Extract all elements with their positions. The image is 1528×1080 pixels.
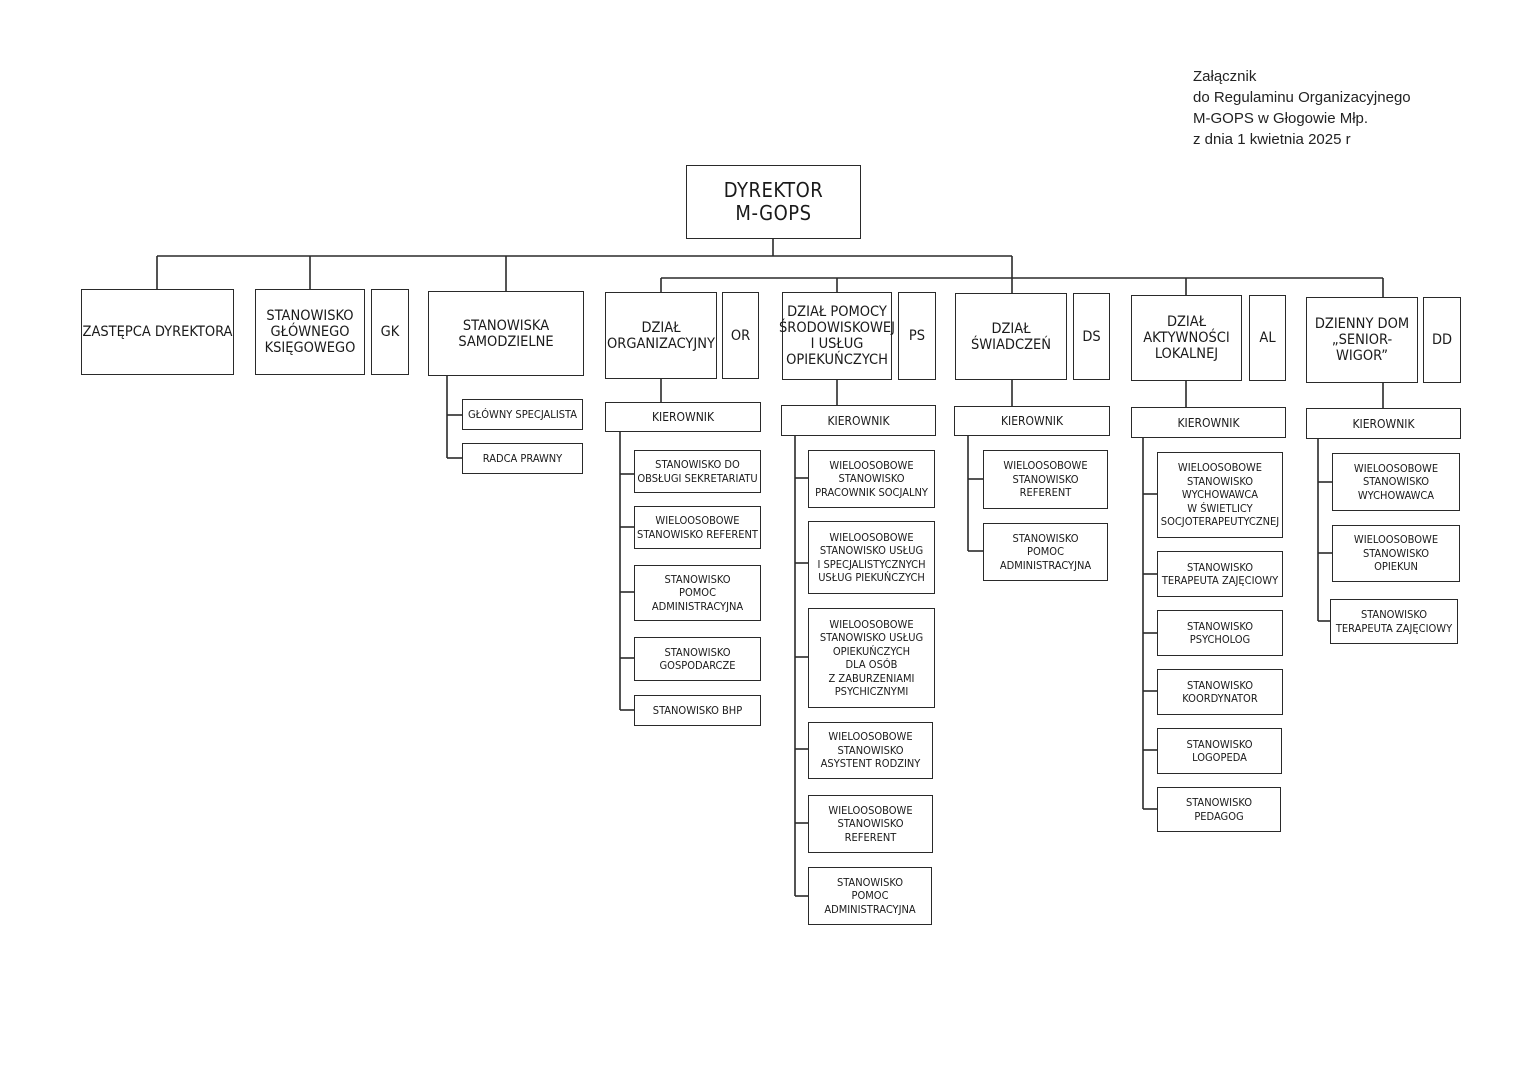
department-box: DZIAŁ ORGANIZACYJNY	[605, 292, 717, 379]
position-label: STANOWISKO BHP	[652, 703, 743, 717]
attachment-note: Załącznik do Regulaminu Organizacyjnego …	[1193, 66, 1411, 150]
position-label: WIELOOSOBOWE STANOWISKO REFERENT	[1003, 459, 1088, 500]
position-box: STANOWISKO POMOC ADMINISTRACYJNA	[634, 565, 761, 621]
position-box: WIELOOSOBOWE STANOWISKO REFERENT	[983, 450, 1108, 509]
manager-box: KIEROWNIK	[954, 406, 1110, 436]
chief-accountant-label: STANOWISKO GŁÓWNEGO KSIĘGOWEGO	[264, 308, 356, 356]
position-label: WIELOOSOBOWE STANOWISKO USŁUG OPIEKUŃCZY…	[819, 617, 924, 699]
position-box: WIELOOSOBOWE STANOWISKO REFERENT	[808, 795, 933, 853]
position-label: STANOWISKO PSYCHOLOG	[1186, 619, 1254, 647]
position-box: WIELOOSOBOWE STANOWISKO USŁUG OPIEKUŃCZY…	[808, 608, 935, 708]
position-label: WIELOOSOBOWE STANOWISKO USŁUG I SPECJALI…	[817, 530, 926, 585]
position-label: WIELOOSOBOWE STANOWISKO WYCHOWAWCA	[1353, 461, 1439, 502]
deputy-director-box: ZASTĘPCA DYREKTORA	[81, 289, 234, 375]
position-label: STANOWISKO TERAPEUTA ZAJĘCIOWY	[1335, 608, 1453, 635]
department-code-box: PS	[898, 292, 936, 380]
deputy-director-label: ZASTĘPCA DYREKTORA	[82, 324, 233, 340]
position-box: STANOWISKO BHP	[634, 695, 761, 726]
position-box: WIELOOSOBOWE STANOWISKO WYCHOWAWCA	[1332, 453, 1460, 511]
department-code: DS	[1082, 328, 1101, 345]
chief-accountant-box: STANOWISKO GŁÓWNEGO KSIĘGOWEGO	[255, 289, 365, 375]
independent-positions-box: STANOWISKA SAMODZIELNE	[428, 291, 584, 376]
attachment-note-line: Załącznik	[1193, 68, 1257, 85]
independent-position-box: RADCA PRAWNY	[462, 443, 583, 474]
director-label: DYREKTOR M-GOPS	[723, 178, 824, 225]
position-label: STANOWISKO LOGOPEDA	[1186, 737, 1253, 765]
department-label: DZIAŁ AKTYWNOŚCI LOKALNEJ	[1143, 314, 1230, 362]
position-label: STANOWISKO POMOC ADMINISTRACYJNA	[824, 875, 916, 916]
department-code-box: OR	[722, 292, 759, 379]
department-box: DZIAŁ ŚWIADCZEŃ	[955, 293, 1067, 380]
department-code-box: AL	[1249, 295, 1286, 381]
position-label: WIELOOSOBOWE STANOWISKO REFERENT	[828, 803, 913, 844]
position-box: WIELOOSOBOWE STANOWISKO WYCHOWAWCA W ŚWI…	[1157, 452, 1283, 538]
department-box: DZIAŁ POMOCY ŚRODOWISKOWEJ I USŁUG OPIEK…	[779, 292, 895, 380]
department-code-box: DS	[1073, 293, 1110, 380]
department-box: DZIAŁ AKTYWNOŚCI LOKALNEJ	[1131, 295, 1242, 381]
manager-label: KIEROWNIK	[1352, 416, 1415, 431]
position-box: STANOWISKO PSYCHOLOG	[1157, 610, 1283, 656]
position-label: WIELOOSOBOWE STANOWISKO PRACOWNIK SOCJAL…	[815, 458, 928, 499]
position-label: STANOWISKO KOORDYNATOR	[1182, 678, 1258, 706]
position-box: WIELOOSOBOWE STANOWISKO PRACOWNIK SOCJAL…	[808, 450, 935, 508]
position-box: WIELOOSOBOWE STANOWISKO ASYSTENT RODZINY	[808, 722, 933, 779]
department-label: DZIAŁ POMOCY ŚRODOWISKOWEJ I USŁUG OPIEK…	[779, 304, 895, 368]
chief-accountant-code: GK	[380, 324, 400, 340]
position-label: STANOWISKO POMOC ADMINISTRACYJNA	[651, 572, 744, 613]
position-label: STANOWISKO PEDAGOG	[1185, 796, 1253, 823]
position-label: STANOWISKO TERAPEUTA ZAJĘCIOWY	[1161, 560, 1279, 588]
position-box: STANOWISKO POMOC ADMINISTRACYJNA	[983, 523, 1108, 581]
position-box: WIELOOSOBOWE STANOWISKO OPIEKUN	[1332, 525, 1460, 582]
department-label: DZIAŁ ORGANIZACYJNY	[607, 319, 715, 352]
independent-position-label: GŁÓWNY SPECJALISTA	[468, 407, 577, 421]
manager-label: KIEROWNIK	[827, 413, 890, 428]
attachment-note-line: z dnia 1 kwietnia 2025 r	[1193, 131, 1351, 148]
manager-box: KIEROWNIK	[605, 402, 761, 432]
position-label: STANOWISKO DO OBSŁUGI SEKRETARIATU	[637, 458, 758, 485]
position-box: STANOWISKO TERAPEUTA ZAJĘCIOWY	[1330, 599, 1458, 644]
manager-label: KIEROWNIK	[1177, 415, 1240, 430]
chief-accountant-code-box: GK	[371, 289, 409, 375]
manager-box: KIEROWNIK	[1306, 408, 1461, 439]
position-label: WIELOOSOBOWE STANOWISKO ASYSTENT RODZINY	[820, 730, 921, 771]
manager-label: KIEROWNIK	[651, 410, 715, 424]
position-box: STANOWISKO TERAPEUTA ZAJĘCIOWY	[1157, 551, 1283, 597]
position-box: STANOWISKO DO OBSŁUGI SEKRETARIATU	[634, 450, 761, 493]
position-box: WIELOOSOBOWE STANOWISKO REFERENT	[634, 506, 761, 549]
position-label: STANOWISKO POMOC ADMINISTRACYJNA	[999, 531, 1092, 572]
position-box: WIELOOSOBOWE STANOWISKO USŁUG I SPECJALI…	[808, 521, 935, 594]
position-label: STANOWISKO GOSPODARCZE	[659, 645, 736, 673]
manager-box: KIEROWNIK	[1131, 407, 1286, 438]
department-code: OR	[730, 327, 751, 344]
position-box: STANOWISKO LOGOPEDA	[1157, 728, 1282, 774]
attachment-note-line: M-GOPS w Głogowie Młp.	[1193, 110, 1369, 127]
manager-box: KIEROWNIK	[781, 405, 936, 436]
position-box: STANOWISKO KOORDYNATOR	[1157, 669, 1283, 715]
independent-positions-label: STANOWISKA SAMODZIELNE	[458, 317, 554, 350]
position-label: WIELOOSOBOWE STANOWISKO REFERENT	[637, 514, 758, 541]
department-code: PS	[908, 328, 926, 344]
independent-position-label: RADCA PRAWNY	[482, 451, 563, 465]
department-code: AL	[1259, 330, 1276, 346]
attachment-note-line: do Regulaminu Organizacyjnego	[1193, 89, 1411, 106]
position-label: WIELOOSOBOWE STANOWISKO OPIEKUN	[1353, 533, 1439, 574]
department-label: DZIAŁ ŚWIADCZEŃ	[970, 320, 1052, 353]
director-box: DYREKTOR M-GOPS	[686, 165, 861, 239]
position-box: STANOWISKO GOSPODARCZE	[634, 637, 761, 681]
department-label: DZIENNY DOM „SENIOR-WIGOR”	[1314, 316, 1410, 364]
position-box: STANOWISKO PEDAGOG	[1157, 787, 1281, 832]
department-box: DZIENNY DOM „SENIOR-WIGOR”	[1306, 297, 1418, 383]
manager-label: KIEROWNIK	[1000, 414, 1064, 428]
position-label: WIELOOSOBOWE STANOWISKO WYCHOWAWCA W ŚWI…	[1160, 461, 1280, 529]
department-code: DD	[1431, 332, 1453, 348]
position-box: STANOWISKO POMOC ADMINISTRACYJNA	[808, 867, 932, 925]
independent-position-box: GŁÓWNY SPECJALISTA	[462, 399, 583, 430]
department-code-box: DD	[1423, 297, 1461, 383]
